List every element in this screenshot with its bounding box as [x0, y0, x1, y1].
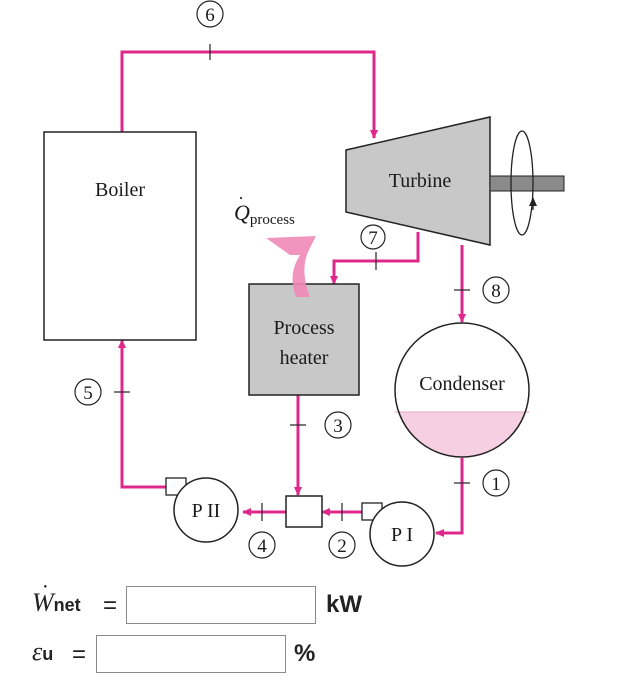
state-2: 2	[337, 536, 347, 557]
condenser: Condenser	[394, 322, 530, 458]
process-heater-label-line1: Process	[273, 317, 334, 339]
process-heater-label-line2: heater	[280, 347, 329, 369]
heat-process-label: Qprocess	[234, 200, 295, 228]
pump-2-label: P II	[192, 500, 221, 522]
net-work-unit: kW	[326, 591, 362, 618]
net-work-symbol: Wnet	[32, 588, 81, 617]
turbine-shaft	[489, 175, 565, 192]
state-6: 6	[205, 5, 215, 26]
state-4: 4	[257, 536, 267, 557]
net-work-equals: =	[103, 592, 118, 619]
pump-2: P II	[165, 477, 239, 543]
state-7: 7	[368, 228, 378, 249]
state-labels	[74, 0, 510, 559]
state-1: 1	[491, 474, 501, 495]
state-3: 3	[333, 416, 343, 437]
cogeneration-cycle-diagram: Boiler Turbine Process heater Qprocess ·…	[43, 0, 565, 567]
heat-dot-marker: ·	[238, 188, 244, 208]
dot-marker: ·	[42, 576, 49, 598]
state-ticks	[114, 44, 470, 521]
pump-1: P I	[361, 501, 435, 567]
boiler-label: Boiler	[95, 179, 145, 201]
rotation-arrow-icon	[510, 130, 537, 236]
utilization-equals: =	[72, 641, 87, 668]
utilization-unit: %	[294, 640, 316, 667]
state-numbers: 6 7 8 3 1 2 4 5	[83, 5, 501, 557]
mixing-chamber	[285, 495, 323, 528]
pipe-pump2-to-boiler	[118, 339, 166, 489]
pipe-boiler-to-turbine	[120, 50, 378, 139]
process-heater: Process heater	[248, 283, 360, 396]
net-work-input[interactable]	[126, 586, 316, 624]
state-5: 5	[83, 383, 93, 404]
pipe-condenser-to-pump1	[435, 458, 464, 537]
utilization-row: εu = %	[0, 635, 626, 679]
net-work-row: Wnet · = kW	[0, 576, 626, 630]
condenser-label: Condenser	[419, 373, 505, 395]
state-8: 8	[491, 281, 501, 302]
utilization-symbol: εu	[32, 637, 54, 666]
pump-1-label: P I	[391, 524, 413, 546]
utilization-input[interactable]	[96, 635, 286, 673]
boiler: Boiler	[43, 131, 197, 341]
turbine-label: Turbine	[389, 170, 452, 192]
turbine: Turbine	[345, 116, 565, 246]
heat-output-arrow-icon	[266, 236, 316, 297]
